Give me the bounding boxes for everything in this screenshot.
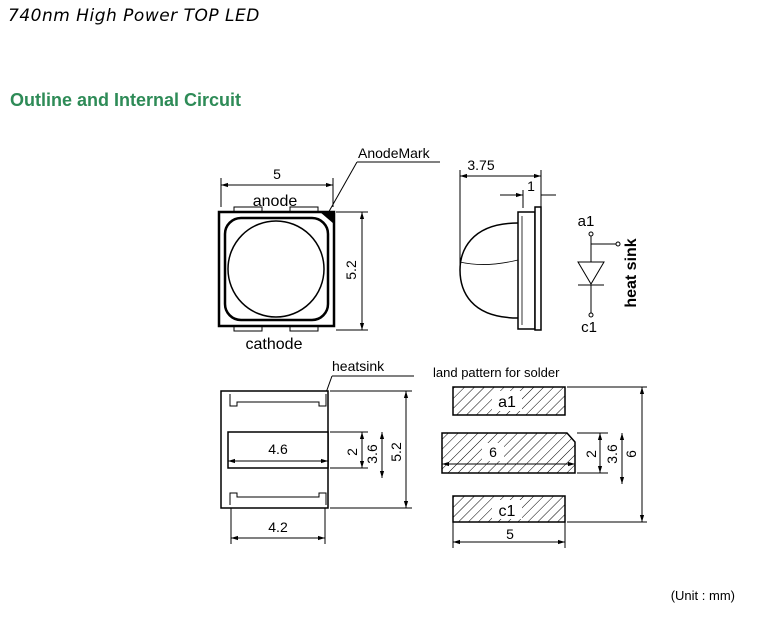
pad-width-dimension: 4.6 xyxy=(268,441,288,457)
unit-note: (Unit : mm) xyxy=(670,588,735,603)
anode-mark-label: AnodeMark xyxy=(358,145,431,161)
side-body xyxy=(517,211,536,330)
land-pattern-title: land pattern for solder xyxy=(433,365,560,380)
land-anode-label: a1 xyxy=(498,394,516,411)
land-dim-3-6: 3.6 xyxy=(604,444,620,464)
top-view: 5 anode 5.2 cathode AnodeMark xyxy=(217,145,440,353)
land-width-dimension: 5 xyxy=(506,526,514,542)
bottom-view: heatsink 4.6 4.2 2 3.6 5.2 xyxy=(220,358,414,544)
side-lens-dome xyxy=(459,222,519,319)
land-cathode-label: c1 xyxy=(499,503,516,520)
top-height-dimension: 5.2 xyxy=(343,260,359,280)
document-title: 740nm High Power TOP LED xyxy=(8,6,260,26)
top-width-dimension: 5 xyxy=(273,166,281,182)
land-pad-center xyxy=(441,432,576,474)
side-lens-dimension: 1 xyxy=(527,178,535,194)
bottom-cathode-lead xyxy=(229,492,327,505)
land-center-dimension: 6 xyxy=(489,444,497,460)
bottom-anode-lead xyxy=(229,394,327,407)
cathode-label: cathode xyxy=(246,336,303,353)
heat-sink-label: heat sink xyxy=(623,238,640,307)
bottom-dim-2: 2 xyxy=(344,448,360,456)
land-pattern: land pattern for solder a1 6 c1 5 2 3.6 … xyxy=(433,365,647,548)
side-view: 3.75 1 xyxy=(459,157,556,331)
heatsink-label: heatsink xyxy=(332,358,385,374)
circuit-cathode-label: c1 xyxy=(581,319,597,336)
anode-mark xyxy=(320,212,334,224)
lead-width-dimension: 4.2 xyxy=(268,519,288,535)
circuit-anode-label: a1 xyxy=(578,213,595,230)
land-dim-6: 6 xyxy=(623,450,639,458)
bottom-dim-3-6: 3.6 xyxy=(364,444,380,464)
land-dim-2: 2 xyxy=(583,450,599,458)
diode-symbol xyxy=(577,261,605,285)
internal-circuit: a1 c1 heat sink xyxy=(577,213,640,336)
side-total-dimension: 3.75 xyxy=(467,157,494,173)
section-title: Outline and Internal Circuit xyxy=(10,90,242,110)
side-heat-sink xyxy=(534,206,542,331)
bottom-dim-5-2: 5.2 xyxy=(388,442,404,462)
led-lens xyxy=(227,220,325,318)
anode-label: anode xyxy=(253,193,298,210)
